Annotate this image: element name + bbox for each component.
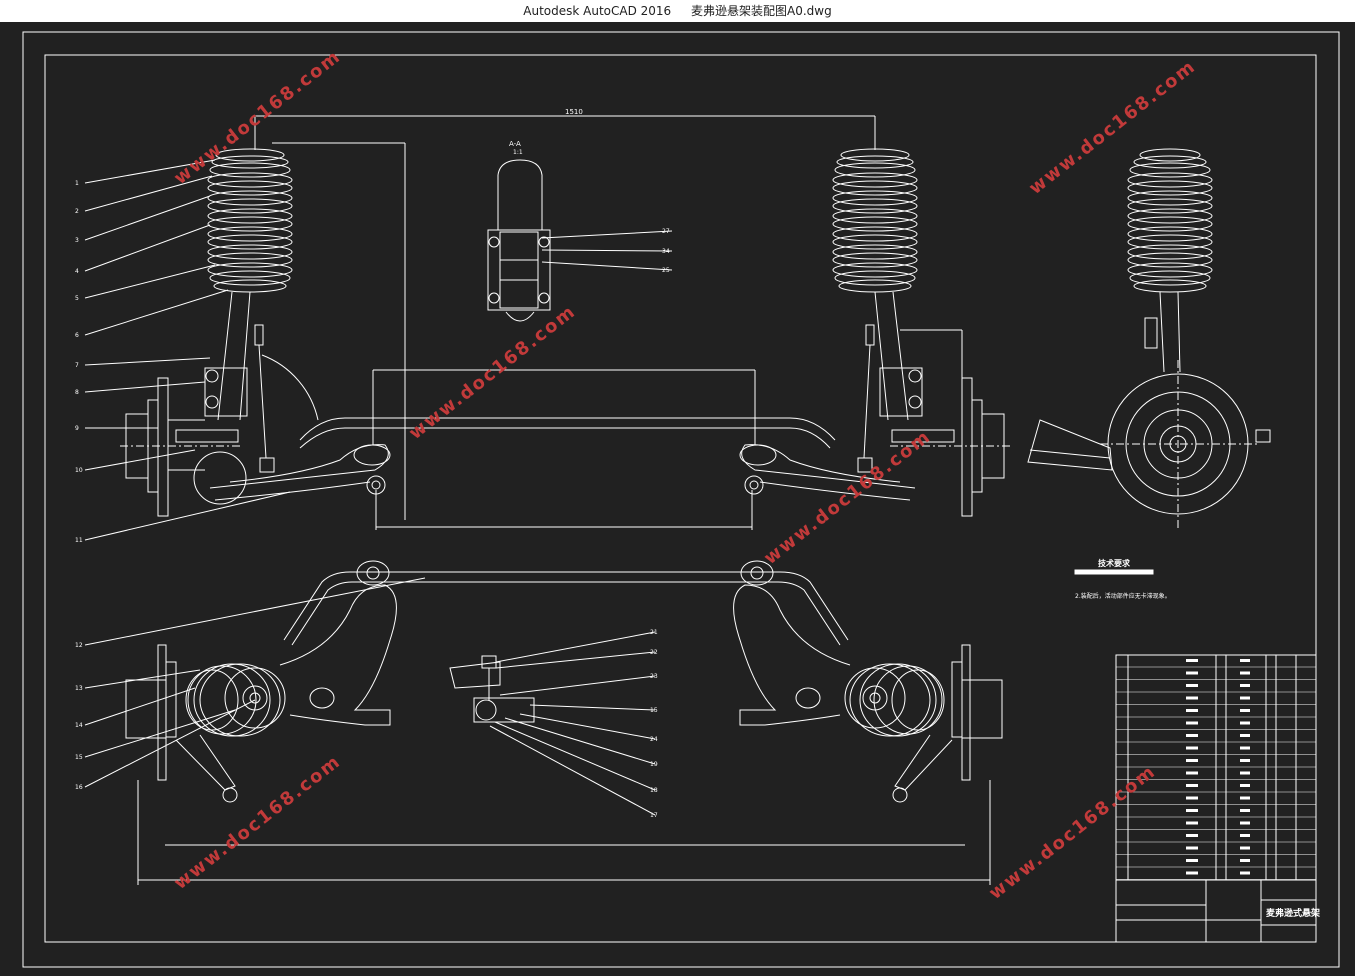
balloon-bottom-4: 16 [75, 784, 83, 791]
right-strut-front [832, 148, 1010, 517]
bom-cell-fill [1240, 846, 1250, 850]
side-view [1027, 148, 1271, 530]
balloons-bottom-left: 12 13 14 15 16 [75, 642, 83, 791]
top-view [125, 560, 1003, 885]
bom-cell-fill [1186, 746, 1198, 750]
app-name: Autodesk AutoCAD 2016 [523, 4, 672, 18]
callouts-mid-detail: 21 22 23 15 24 19 18 17 [650, 629, 658, 819]
callout-mid-1: 22 [650, 649, 658, 656]
bom-cell-fill [1240, 746, 1250, 750]
bom-cell-fill [1240, 821, 1250, 825]
lower-arm-front-left [209, 444, 391, 501]
window-title-bar: Autodesk AutoCAD 2016 麦弗逊悬架装配图A0.dwg [0, 0, 1355, 22]
watermark-6: www.doc168.com [985, 761, 1160, 904]
balloon-left-3: 4 [75, 268, 79, 275]
file-name: 麦弗逊悬架装配图A0.dwg [691, 4, 832, 18]
bom-cell-fill [1186, 696, 1198, 700]
bom-cell-fill [1240, 759, 1250, 762]
balloon-left-1: 2 [75, 208, 79, 215]
bom-cell-fill [1240, 696, 1250, 700]
balloons-left: 1 2 3 4 5 6 7 8 9 10 11 [75, 180, 83, 544]
notes-line-2: 2.装配后，活动部件应无卡滞现象。 [1075, 592, 1171, 600]
bom-cell-fill [1186, 734, 1198, 737]
bom-cell-fill [1186, 709, 1198, 712]
balloon-left-2: 3 [75, 237, 79, 244]
bom-cell-fill [1186, 796, 1198, 800]
watermark-5: www.doc168.com [170, 751, 345, 894]
bom-cell-fill [1186, 784, 1198, 787]
balloon-left-5: 6 [75, 332, 79, 339]
callouts-top-detail: 27 34 25 [662, 228, 670, 274]
bom-cell-fill [1186, 684, 1198, 687]
bom-cell-fill [1186, 721, 1198, 725]
balloon-left-10: 11 [75, 537, 83, 544]
inner-frame [44, 54, 1317, 943]
balloon-left-9: 10 [75, 467, 83, 474]
bom-cell-fill [1240, 734, 1250, 737]
section-label: A-A [509, 140, 521, 148]
bom-cell-fill [1186, 846, 1198, 850]
watermark-4: www.doc168.com [760, 426, 935, 569]
left-strut-front [120, 115, 876, 520]
outer-frame [22, 31, 1340, 968]
section-detail-a-a [487, 159, 673, 322]
bom-table [1115, 654, 1317, 943]
bom-cell-fill [1240, 709, 1250, 712]
bom-cell-fill [1240, 809, 1250, 812]
balloon-left-4: 5 [75, 295, 79, 302]
bom-cell-fill [1240, 859, 1250, 862]
title-block-name: 麦弗逊式悬架 [1266, 907, 1320, 919]
callout-top-0: 27 [662, 228, 670, 235]
balloon-left-0: 1 [75, 180, 79, 187]
bom-cell-fill [1186, 834, 1198, 837]
stabilizer-bar-front [299, 369, 836, 530]
balloon-left-8: 9 [75, 425, 79, 432]
balloon-left-6: 7 [75, 362, 79, 369]
balloon-bottom-1: 13 [75, 685, 83, 692]
bom-cell-fill [1186, 671, 1198, 675]
leader-lines-left [84, 159, 426, 788]
bom-cell-fill [1240, 784, 1250, 787]
notes-title: 技术要求 [1098, 558, 1131, 568]
callout-mid-2: 23 [650, 673, 658, 680]
balloon-left-7: 8 [75, 389, 79, 396]
callout-mid-6: 18 [650, 787, 658, 794]
ball-joint-detail [449, 631, 656, 816]
callout-mid-3: 15 [650, 707, 658, 714]
callout-mid-0: 21 [650, 629, 658, 636]
callout-top-2: 25 [662, 267, 670, 274]
bom-cell-fill [1186, 809, 1198, 812]
watermark-3: www.doc168.com [405, 301, 580, 444]
callout-mid-5: 19 [650, 761, 658, 768]
bom-cell-fill [1186, 771, 1198, 775]
scale-label: 1:1 [513, 149, 523, 156]
bom-cell-fill [1240, 796, 1250, 800]
bom-cell-fill [1240, 771, 1250, 775]
callout-mid-4: 24 [650, 736, 658, 743]
balloon-bottom-3: 15 [75, 754, 83, 761]
bom-cell-fill [1186, 821, 1198, 825]
notes-bar [1074, 569, 1154, 575]
balloon-bottom-2: 14 [75, 722, 83, 729]
top-dimension: 1510 [565, 108, 583, 116]
callout-mid-7: 17 [650, 812, 658, 819]
watermarks: www.doc168.com www.doc168.com www.doc168… [170, 46, 1200, 904]
bom-cell-fill [1240, 671, 1250, 675]
bom-cell-fill [1240, 721, 1250, 725]
bom-cell-fill [1240, 834, 1250, 837]
bom-cell-fill [1240, 684, 1250, 687]
bom-cell-fill [1186, 759, 1198, 762]
bom-cell-fill [1186, 871, 1198, 875]
callout-top-1: 34 [662, 248, 670, 255]
bom-cell-fill [1186, 659, 1198, 662]
bom-cell-fill [1240, 871, 1250, 875]
bom-cell-fill [1186, 859, 1198, 862]
balloon-bottom-0: 12 [75, 642, 83, 649]
lower-arm-front-right [739, 444, 916, 501]
bom-cell-fill [1240, 659, 1250, 662]
bom-rows [1116, 659, 1316, 880]
